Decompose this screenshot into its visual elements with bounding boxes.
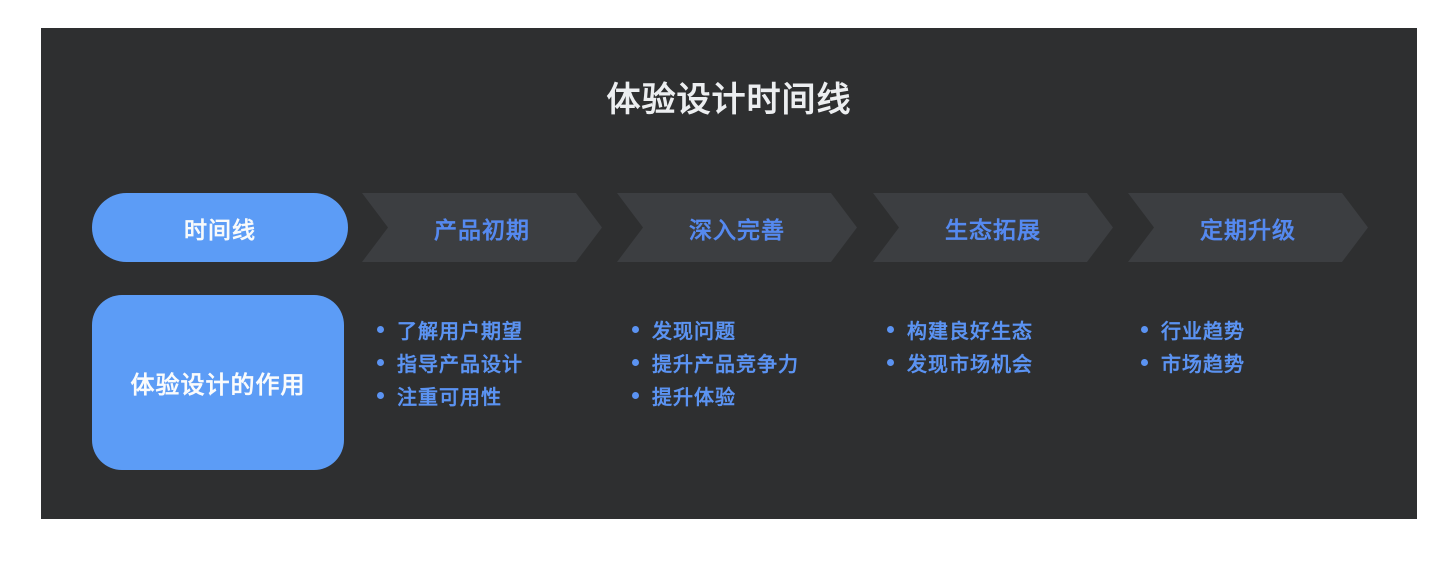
list-item: 提升体验 [632,379,799,412]
list-item: 市场趋势 [1141,346,1245,379]
role-box-label: 体验设计的作用 [130,372,306,399]
stage-points-2: 发现问题 提升产品竞争力 提升体验 [632,313,799,412]
list-item: 发现问题 [632,313,799,346]
list-item: 构建良好生态 [887,313,1033,346]
stage-label: 定期升级 [1200,216,1296,243]
list-item: 发现市场机会 [887,346,1033,379]
stage-chevron-3[interactable]: 生态拓展 [873,193,1113,262]
timeline-pill-label: 时间线 [184,216,256,243]
point-text: 指导产品设计 [397,354,523,376]
bullet-icon [887,359,894,366]
stage-chevron-4[interactable]: 定期升级 [1128,193,1368,262]
list-item: 了解用户期望 [377,313,523,346]
bullet-icon [377,326,384,333]
stage-points-4: 行业趋势 市场趋势 [1141,313,1245,379]
role-box: 体验设计的作用 [92,295,344,470]
point-text: 注重可用性 [397,387,502,409]
page-title: 体验设计时间线 [606,81,852,119]
list-item: 行业趋势 [1141,313,1245,346]
point-text: 发现问题 [652,321,736,343]
bullet-icon [887,326,894,333]
point-text: 提升体验 [652,387,736,409]
bullet-icon [632,359,639,366]
bullet-icon [632,326,639,333]
point-text: 了解用户期望 [397,321,523,343]
stage-chevron-2[interactable]: 深入完善 [617,193,857,262]
point-text: 提升产品竞争力 [652,354,799,376]
bullet-icon [632,392,639,399]
bullet-icon [377,392,384,399]
point-text: 行业趋势 [1161,321,1245,343]
list-item: 注重可用性 [377,379,523,412]
bullet-icon [377,359,384,366]
list-item: 提升产品竞争力 [632,346,799,379]
timeline-card: 体验设计时间线 时间线 产品初期 深入完善 生态拓展 定期升级 体验设计的作用 … [41,28,1417,519]
stage-label: 生态拓展 [945,216,1041,243]
stage-label: 产品初期 [434,216,530,243]
timeline-pill[interactable]: 时间线 [92,193,348,262]
point-text: 市场趋势 [1161,354,1245,376]
bullet-icon [1141,326,1148,333]
stage-chevron-1[interactable]: 产品初期 [362,193,602,262]
stage-points-1: 了解用户期望 指导产品设计 注重可用性 [377,313,523,412]
point-text: 构建良好生态 [907,321,1033,343]
stage-label: 深入完善 [689,216,785,243]
bullet-icon [1141,359,1148,366]
list-item: 指导产品设计 [377,346,523,379]
stage-points-3: 构建良好生态 发现市场机会 [887,313,1033,379]
point-text: 发现市场机会 [907,354,1033,376]
